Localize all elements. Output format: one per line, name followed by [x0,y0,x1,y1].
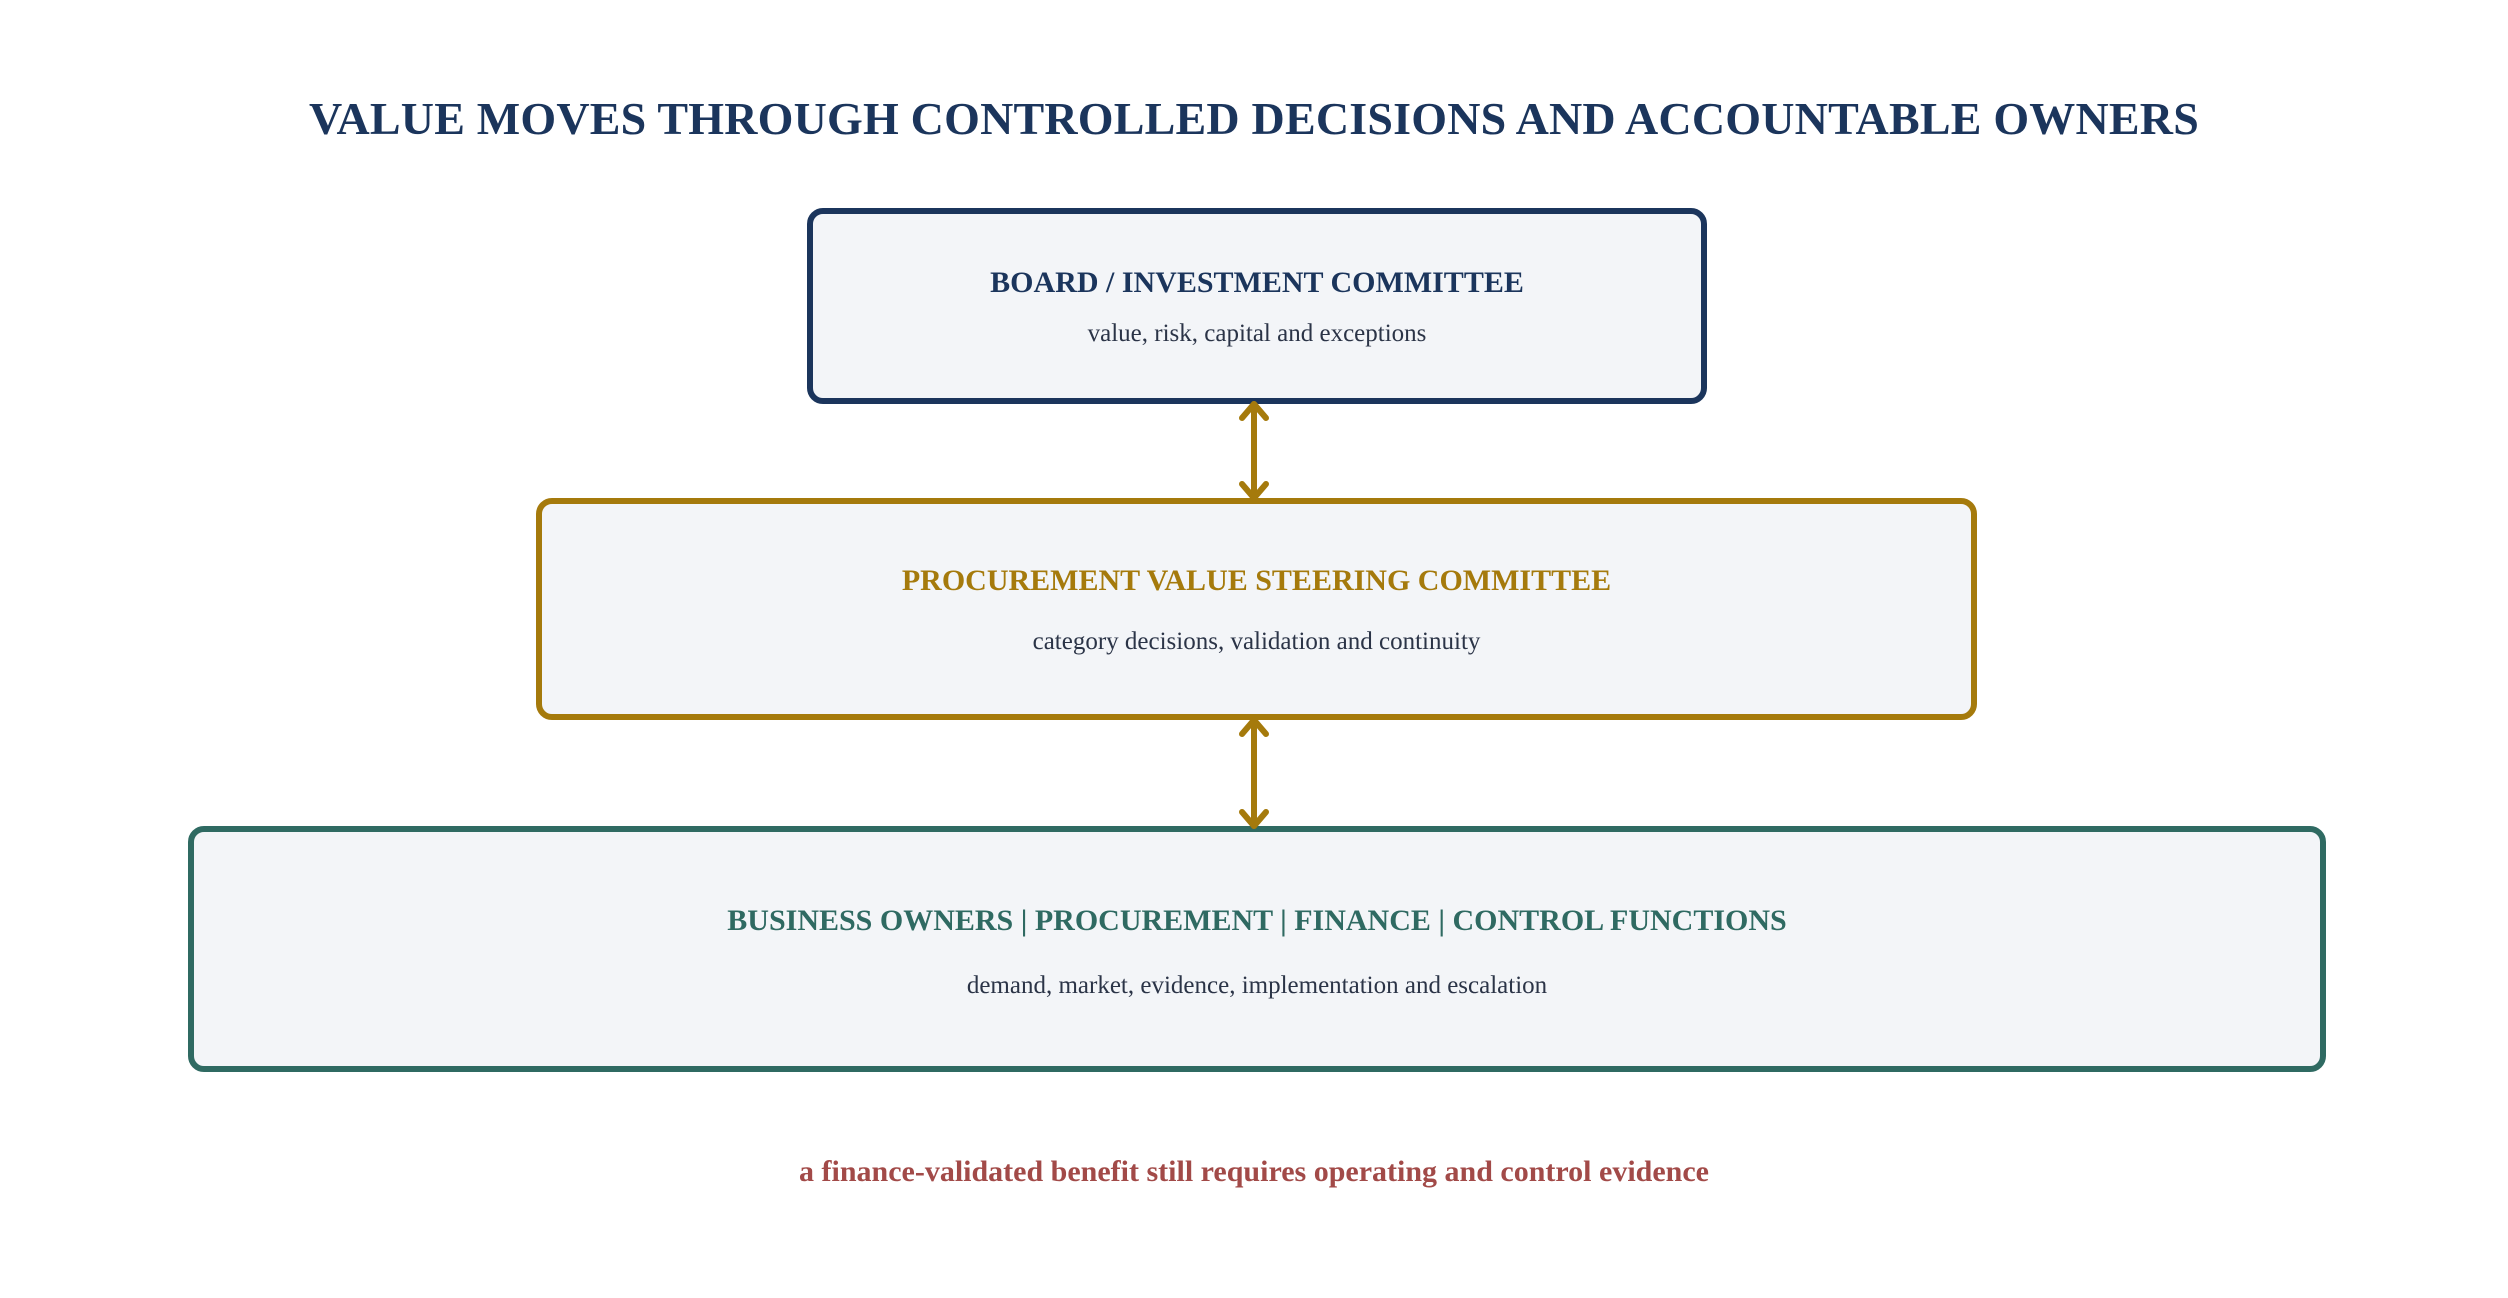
steering-committee-title: PROCUREMENT VALUE STEERING COMMITTEE [901,564,1612,597]
board-committee-description: value, risk, capital and exceptions [1087,320,1427,347]
business-owners-box: BUSINESS OWNERS | PROCUREMENT | FINANCE … [188,826,2326,1072]
business-owners-title: BUSINESS OWNERS | PROCUREMENT | FINANCE … [727,904,1787,937]
business-owners-description: demand, market, evidence, implementation… [966,972,1548,999]
board-committee-title: BOARD / INVESTMENT COMMITTEE [990,266,1524,299]
steering-committee-box: PROCUREMENT VALUE STEERING COMMITTEE cat… [536,498,1977,720]
arrow-board-to-steering [1239,401,1269,501]
steering-committee-description: category decisions, validation and conti… [1032,628,1481,655]
board-committee-box: BOARD / INVESTMENT COMMITTEE value, risk… [807,208,1707,404]
footer-note: a finance-validated benefit still requir… [799,1155,1709,1188]
page-title: VALUE MOVES THROUGH CONTROLLED DECISIONS… [308,93,2200,144]
arrow-steering-to-owners [1239,717,1269,829]
